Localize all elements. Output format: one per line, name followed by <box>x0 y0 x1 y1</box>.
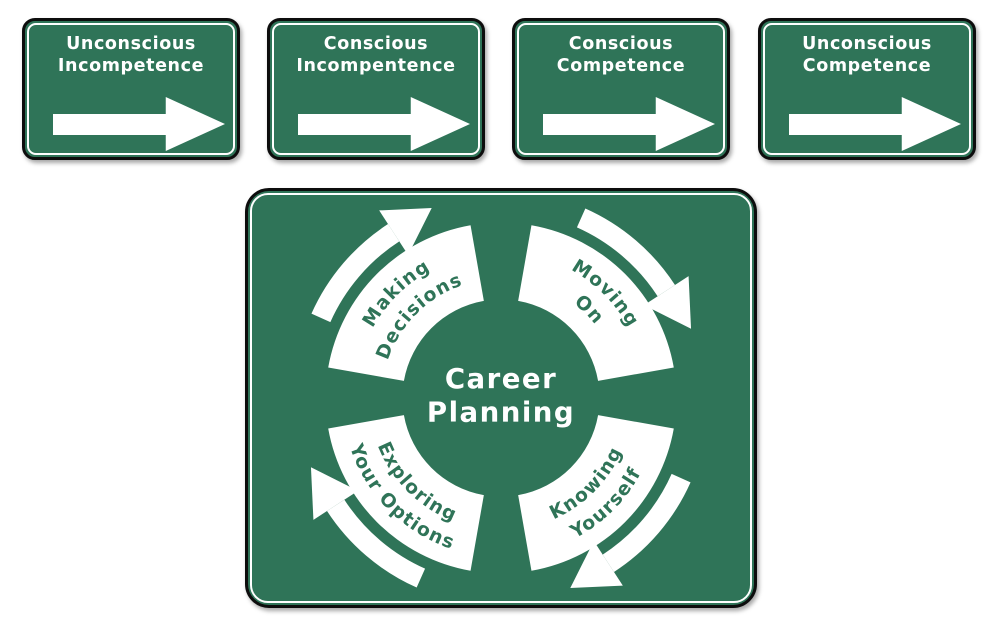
arrow-shaft <box>789 114 906 135</box>
stage-sign-label: Conscious Incompentence <box>270 34 482 77</box>
arrow-head <box>655 97 715 151</box>
arrow-shaft <box>298 114 415 135</box>
right-arrow-icon <box>53 97 225 151</box>
arrow-head <box>165 97 225 151</box>
arrow-head <box>410 97 470 151</box>
stage-sign-label-line2: Competence <box>802 55 932 76</box>
stage-sign-label-line1: Conscious <box>568 34 674 54</box>
cycle-title-line1: Career <box>445 362 557 395</box>
career-planning-sign: Making Decisions Moving On Knowing Yours… <box>245 188 757 608</box>
segment-knowing-yourself <box>518 415 674 571</box>
segment-moving-on <box>518 225 674 381</box>
stage-sign-label: Unconscious Incompetence <box>25 34 237 77</box>
stage-sign-label: Conscious Competence <box>515 34 727 77</box>
stage-sign-label-line2: Competence <box>556 55 686 76</box>
segment-making-decisions <box>328 225 484 381</box>
stage-sign-label-line2: Incompentence <box>296 55 456 76</box>
arrow-shaft <box>53 114 170 135</box>
stage-sign-conscious-incompentence: Conscious Incompentence <box>267 18 485 160</box>
cycle-title-line2: Planning <box>427 396 575 429</box>
right-arrow-icon <box>543 97 715 151</box>
segment-exploring-your-options <box>328 415 484 571</box>
stage-sign-conscious-competence: Conscious Competence <box>512 18 730 160</box>
stage-sign-unconscious-incompetence: Unconscious Incompetence <box>22 18 240 160</box>
arrow-head <box>901 97 961 151</box>
stage-sign-label-line2: Incompetence <box>57 55 205 76</box>
stage-sign-label-line1: Unconscious <box>802 34 932 54</box>
stage-sign-label-line1: Unconscious <box>66 34 196 54</box>
right-arrow-icon <box>298 97 470 151</box>
right-arrow-icon <box>789 97 961 151</box>
career-planning-cycle-diagram: Making Decisions Moving On Knowing Yours… <box>248 191 754 605</box>
stage-sign-unconscious-competence: Unconscious Competence <box>758 18 976 160</box>
stage-sign-label: Unconscious Competence <box>761 34 973 77</box>
arrow-shaft <box>543 114 660 135</box>
stage-sign-label-line1: Conscious <box>323 34 429 54</box>
